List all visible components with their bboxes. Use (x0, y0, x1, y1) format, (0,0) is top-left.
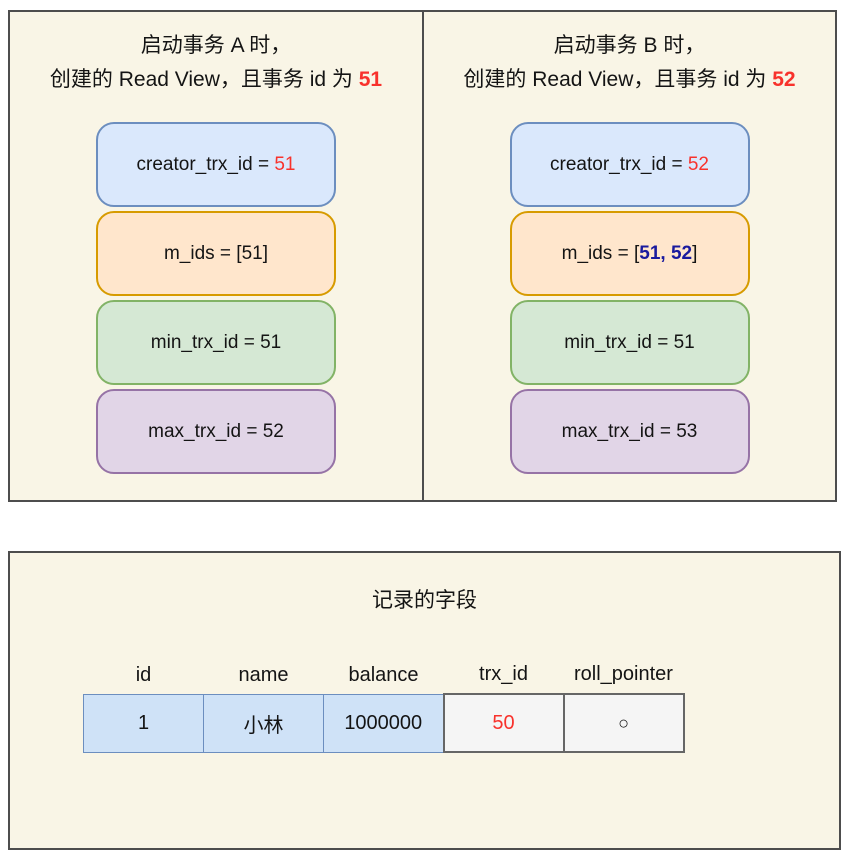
cell-trx-id: 50 (442, 693, 565, 753)
cell-roll-pointer: ○ (562, 693, 685, 753)
panel-a-trx-id-value: 51 (358, 68, 383, 91)
panel-transaction-a: 启动事务 A 时， 创建的 Read View，且事务 id 为 51 crea… (8, 10, 424, 502)
column-header-balance: balance (348, 663, 419, 686)
column-header-name: name (238, 663, 289, 686)
panel-a-min-trx-id-box: min_trx_id = 51 (96, 300, 336, 385)
panel-b-title-line1: 启动事务 B 时， (553, 34, 706, 57)
record-table-row: 1 小林 1000000 50 ○ (83, 693, 685, 753)
panel-b-title: 启动事务 B 时， 创建的 Read View，且事务 id 为 52 (424, 12, 835, 97)
panel-b-min-trx-id-box: min_trx_id = 51 (509, 300, 750, 385)
roll-pointer-null-icon: ○ (618, 712, 629, 733)
panel-a-m-ids-box: m_ids = [51] (96, 211, 336, 296)
panel-b-title-line2: 创建的 Read View，且事务 id 为 52 (463, 68, 796, 91)
panel-a-max-trx-id-box: max_trx_id = 52 (96, 389, 336, 474)
panel-b-box-stack: creator_trx_id = 52 m_ids = [51, 52] min… (424, 122, 835, 474)
record-table-header-row: id name balance trx_id roll_pointer (84, 660, 684, 694)
panel-transaction-b: 启动事务 B 时， 创建的 Read View，且事务 id 为 52 crea… (422, 10, 837, 502)
panel-a-title-line1: 启动事务 A 时， (140, 34, 292, 57)
panel-a-title: 启动事务 A 时， 创建的 Read View，且事务 id 为 51 (10, 12, 422, 97)
panel-b-creator-trx-id-box: creator_trx_id = 52 (509, 122, 750, 207)
cell-id: 1 (83, 693, 204, 753)
column-header-trx-id: trx_id (479, 663, 528, 685)
read-view-panels: 启动事务 A 时， 创建的 Read View，且事务 id 为 51 crea… (8, 10, 837, 502)
record-fields-title: 记录的字段 (372, 589, 477, 612)
record-table: id name balance trx_id roll_pointer 1 小林… (83, 660, 685, 753)
panel-b-trx-id-value: 52 (772, 68, 796, 91)
cell-name: 小林 (203, 693, 324, 753)
panel-b-m-ids-box: m_ids = [51, 52] (509, 211, 750, 296)
cell-balance: 1000000 (323, 693, 444, 753)
panel-a-box-stack: creator_trx_id = 51 m_ids = [51] min_trx… (10, 122, 422, 474)
column-header-roll-pointer: roll_pointer (574, 663, 673, 685)
record-fields-panel: 记录的字段 id name balance trx_id roll_pointe… (8, 551, 841, 850)
panel-a-title-line2: 创建的 Read View，且事务 id 为 51 (49, 68, 383, 91)
column-header-id: id (135, 663, 152, 686)
panel-a-creator-trx-id-box: creator_trx_id = 51 (96, 122, 336, 207)
panel-b-max-trx-id-box: max_trx_id = 53 (509, 389, 750, 474)
